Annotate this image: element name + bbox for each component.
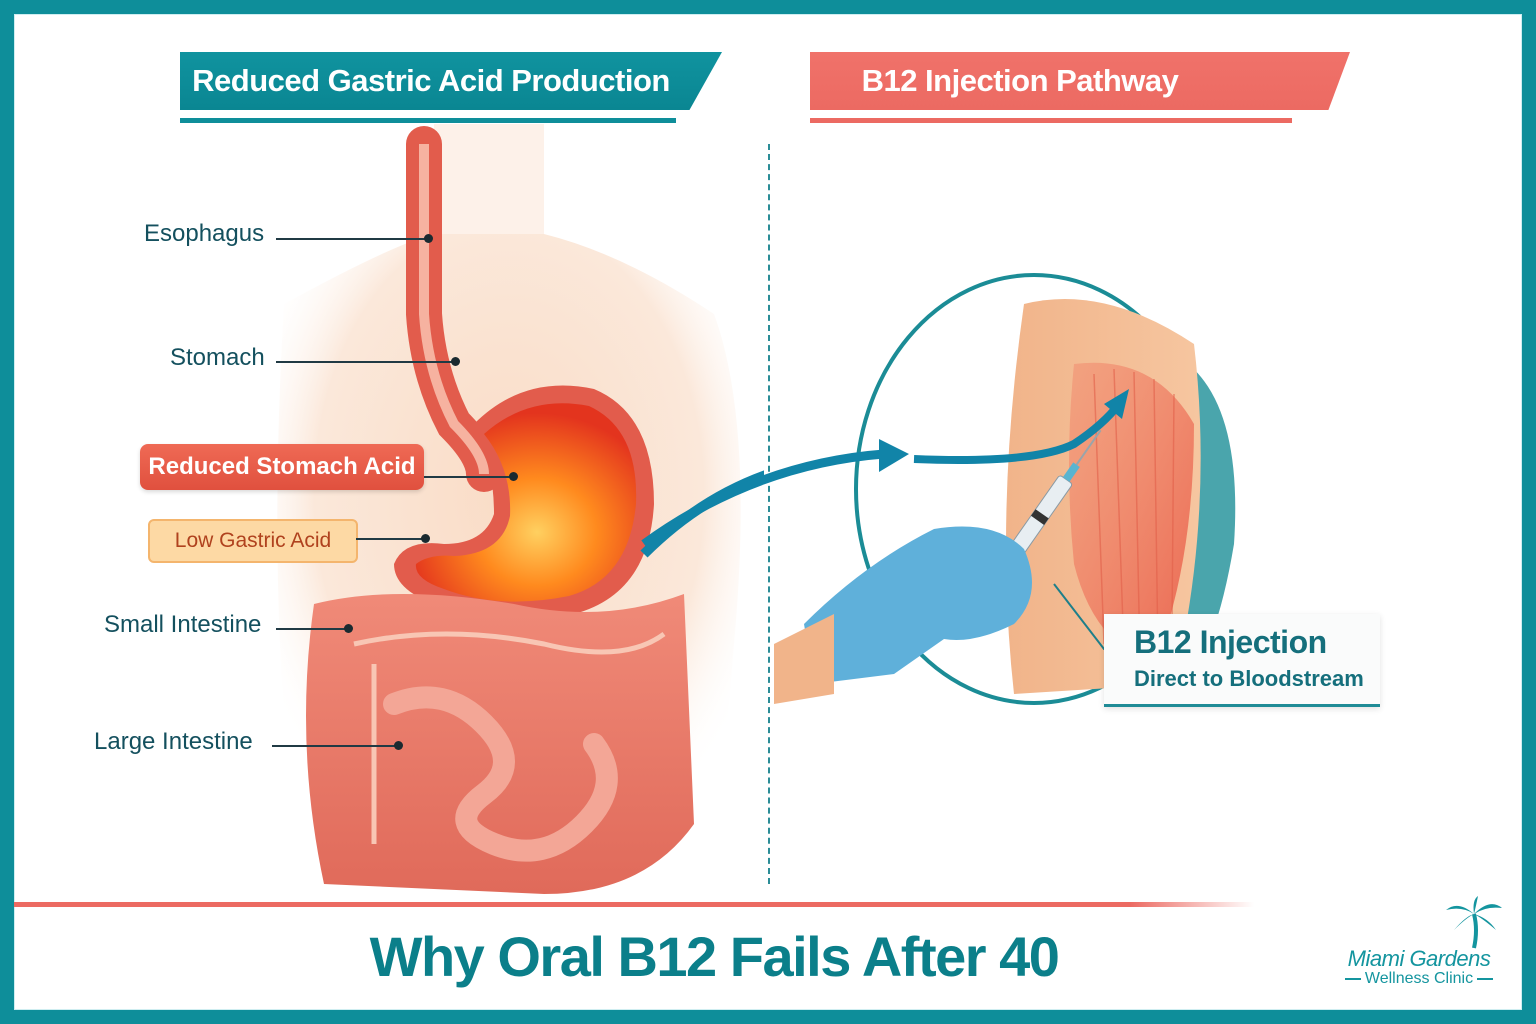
leader-stomach xyxy=(276,361,454,363)
header-banner-gastric-acid: Reduced Gastric Acid Production xyxy=(180,52,722,110)
callout-title: B12 Injection xyxy=(1134,624,1327,660)
logo-name: Miami Gardens xyxy=(1347,946,1491,971)
marker-large-intestine xyxy=(394,741,403,750)
callout-subtitle: Direct to Bloodstream xyxy=(1134,666,1364,691)
marker-stomach xyxy=(451,357,460,366)
label-esophagus: Esophagus xyxy=(144,220,265,247)
logo-rule-right xyxy=(1477,978,1494,980)
tag-low-gastric-acid-text: Low Gastric Acid xyxy=(174,529,332,552)
callout-b12-injection: B12 Injection Direct to Bloodstream xyxy=(1104,614,1380,707)
digestive-system-illustration xyxy=(277,124,764,894)
palm-tree-icon xyxy=(1446,896,1502,949)
leader-low-gastric-acid xyxy=(356,538,424,540)
marker-low-gastric-acid xyxy=(421,534,430,543)
marker-small-intestine xyxy=(344,624,353,633)
tag-reduced-stomach-acid: Reduced Stomach Acid xyxy=(140,444,424,490)
tag-low-gastric-acid: Low Gastric Acid xyxy=(148,519,358,563)
header-right-title: B12 Injection Pathway xyxy=(861,63,1179,98)
tag-reduced-stomach-acid-text: Reduced Stomach Acid xyxy=(148,453,416,480)
logo-subtitle: Wellness Clinic xyxy=(1364,970,1474,987)
header-right-underline xyxy=(810,118,1292,123)
label-small-intestine: Small Intestine xyxy=(104,611,262,638)
label-large-intestine: Large Intestine xyxy=(94,728,253,755)
infographic-canvas: Reduced Gastric Acid Production B12 Inje… xyxy=(14,14,1522,1010)
leader-esophagus xyxy=(276,238,426,240)
marker-esophagus xyxy=(424,234,433,243)
injection-illustration xyxy=(774,273,1236,705)
section-divider xyxy=(768,144,770,884)
clinic-logo: Miami Gardens Wellness Clinic xyxy=(1324,894,1514,994)
leader-small-intestine xyxy=(276,628,346,630)
footer-accent-line xyxy=(14,902,1254,907)
header-banner-injection: B12 Injection Pathway xyxy=(810,52,1350,110)
logo-rule-left xyxy=(1344,978,1361,980)
leader-reduced-stomach-acid xyxy=(424,476,512,478)
header-left-underline xyxy=(180,118,676,123)
marker-reduced-stomach-acid xyxy=(509,472,518,481)
main-title: Why Oral B12 Fails After 40 xyxy=(369,925,1060,988)
logo-subtitle-row: Wellness Clinic xyxy=(1324,970,1514,988)
pathway-arrow xyxy=(641,439,909,548)
header-left-title: Reduced Gastric Acid Production xyxy=(192,63,670,98)
leader-large-intestine xyxy=(272,745,396,747)
label-stomach: Stomach xyxy=(170,344,265,371)
